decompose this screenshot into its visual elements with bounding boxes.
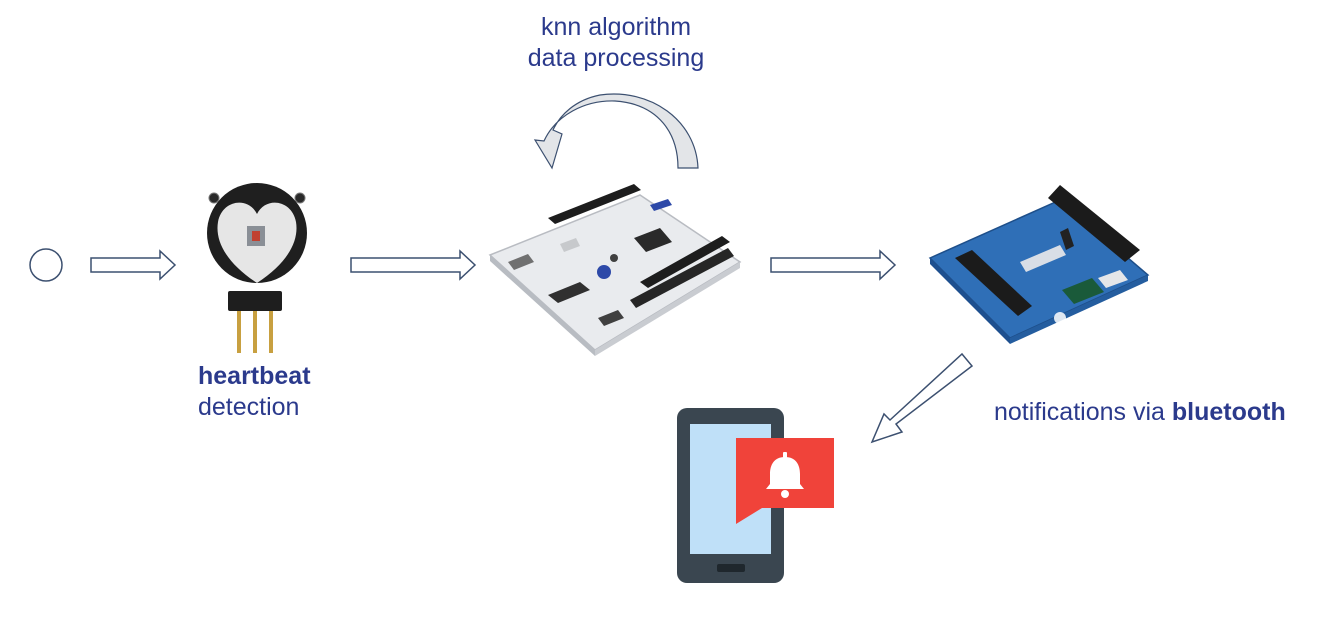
processing-label-line2: data processing xyxy=(527,44,705,72)
notifications-label-bold: bluetooth xyxy=(1171,398,1286,426)
sensor-label-normal: detection xyxy=(198,393,300,421)
flow-arrow-4 xyxy=(870,352,974,444)
smartphone-icon xyxy=(677,408,834,583)
bluetooth-shield-icon xyxy=(928,185,1150,344)
flow-arrow-1 xyxy=(90,249,177,281)
sensor-label-bold: heartbeat xyxy=(198,362,311,390)
flow-arrow-3 xyxy=(770,249,897,281)
bell-icon xyxy=(766,452,804,498)
notifications-label-normal: notifications via xyxy=(994,398,1172,426)
processing-label-line1: knn algorithm xyxy=(540,13,692,41)
nucleo-board-icon xyxy=(488,184,742,356)
notifications-label: notifications via bluetooth xyxy=(994,397,1286,428)
start-circle-icon xyxy=(29,248,63,282)
sensor-label: heartbeat detection xyxy=(198,361,311,423)
curved-arrow-icon xyxy=(533,93,699,170)
flow-arrow-2 xyxy=(350,249,477,281)
processing-label: knn algorithm data processing xyxy=(506,12,726,74)
heartbeat-sensor-icon xyxy=(207,183,307,353)
